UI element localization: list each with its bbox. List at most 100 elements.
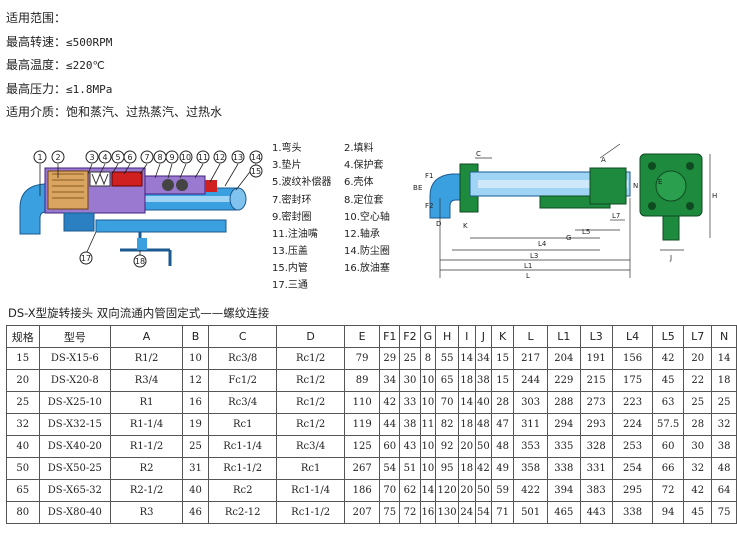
table-cell: R2 — [110, 457, 183, 480]
table-cell: 18 — [457, 457, 476, 480]
table-cell: 156 — [611, 347, 654, 370]
table-cell: 50 — [474, 435, 493, 458]
table-cell: R1-1/4 — [110, 413, 183, 436]
dim-label-h: H — [712, 192, 717, 200]
table-cell: 42 — [379, 391, 401, 414]
table-cell: 18 — [457, 369, 476, 392]
dim-label-l: L — [526, 272, 530, 280]
table-cell: DS-X20-8 — [38, 369, 112, 392]
dim-label-k: K — [463, 222, 468, 230]
table-cell: 303 — [513, 391, 549, 414]
table-cell: 42 — [683, 479, 713, 502]
callout-6: 6 — [127, 153, 132, 162]
table-header-cell: L4 — [611, 325, 654, 348]
table-cell: 55 — [435, 347, 459, 370]
table-cell: 191 — [579, 347, 613, 370]
part-item: 2.填料 — [344, 143, 374, 154]
part-item: 3.垫片 — [272, 160, 302, 171]
table-cell: 338 — [547, 457, 581, 480]
table-cell: 54 — [379, 457, 401, 480]
table-cell: 294 — [547, 413, 581, 436]
table-cell: Rc1/2 — [276, 391, 346, 414]
table-cell: Rc1/2 — [276, 413, 346, 436]
dim-label-f1: F1 — [425, 172, 433, 180]
table-cell: R3 — [110, 501, 183, 524]
spec-label: 适用范围： — [6, 11, 67, 25]
table-cell: 34 — [379, 369, 401, 392]
dim-label-l5: L5 — [582, 228, 590, 236]
table-cell: 80 — [6, 501, 40, 524]
table-cell: 267 — [344, 457, 381, 480]
table-cell: 51 — [399, 457, 421, 480]
table-cell: 110 — [344, 391, 381, 414]
table-cell: R3/4 — [110, 369, 183, 392]
table-cell: DS-X32-15 — [38, 413, 112, 436]
table-cell: 70 — [435, 391, 459, 414]
table-cell: 60 — [379, 435, 401, 458]
table-cell: 71 — [491, 501, 515, 524]
table-cell: 20 — [457, 479, 476, 502]
table-cell: 10 — [419, 457, 437, 480]
part-item: 8.定位套 — [344, 195, 384, 206]
part-item: 17.三通 — [272, 280, 308, 291]
table-header-cell: 型号 — [38, 325, 112, 348]
table-cell: 30 — [683, 435, 713, 458]
table-cell: 79 — [344, 347, 381, 370]
table-cell: 38 — [474, 369, 493, 392]
table-cell: 338 — [611, 501, 654, 524]
table-cell: 288 — [547, 391, 581, 414]
table-cell: 328 — [579, 435, 613, 458]
table-cell: 295 — [611, 479, 654, 502]
callout-14: 14 — [251, 153, 261, 162]
table-cell: 28 — [491, 391, 515, 414]
table-cell: 66 — [652, 457, 685, 480]
table-cell: 48 — [474, 413, 493, 436]
table-header-cell: L7 — [683, 325, 713, 348]
table-cell: 59 — [491, 479, 515, 502]
dim-label-e2: E — [658, 178, 662, 186]
table-cell: Rc1-1/4 — [208, 435, 278, 458]
table-cell: 207 — [344, 501, 381, 524]
callout-13: 13 — [233, 153, 243, 162]
spec-label: 最高温度： — [6, 58, 67, 72]
part-item: 4.保护套 — [344, 160, 384, 171]
table-cell: 10 — [419, 435, 437, 458]
table-cell: 44 — [379, 413, 401, 436]
table-cell: 50 — [6, 457, 40, 480]
table-cell: Rc1 — [276, 457, 346, 480]
table-cell: 29 — [379, 347, 401, 370]
spec-value: ≤1.8MPa — [66, 82, 113, 96]
dim-label-j: J — [669, 254, 672, 262]
table-cell: 42 — [652, 347, 685, 370]
table-cell: R1/2 — [110, 347, 183, 370]
table-cell: 186 — [344, 479, 381, 502]
cross-section-drawing: 1 2 3 4 5 6 7 8 9 10 11 12 13 14 15 17 1… — [19, 150, 263, 268]
table-cell: 18 — [711, 369, 737, 392]
table-cell: 63 — [652, 391, 685, 414]
joint-drawings: 1 2 3 4 5 6 7 8 9 10 11 12 13 14 15 17 1… — [19, 143, 717, 280]
table-cell: 20 — [457, 435, 476, 458]
table-cell: 32 — [711, 413, 737, 436]
table-cell: 95 — [435, 457, 459, 480]
spec-row: 适用范围： — [6, 6, 222, 30]
spec-list: 适用范围： 最高转速：≤500RPM 最高温度：≤220℃ 最高压力：≤1.8M… — [6, 6, 222, 124]
table-cell: 175 — [611, 369, 654, 392]
table-cell: 15 — [6, 347, 40, 370]
table-cell: 49 — [491, 457, 515, 480]
table-cell: 54 — [474, 501, 493, 524]
table-cell: 229 — [547, 369, 581, 392]
table-cell: 70 — [379, 479, 401, 502]
table-cell: 57.5 — [652, 413, 685, 436]
callout-3: 3 — [89, 153, 94, 162]
dim-label-l1: L1 — [524, 262, 532, 270]
callout-12: 12 — [215, 153, 225, 162]
table-cell: Rc3/4 — [276, 435, 346, 458]
table-cell: 25 — [711, 391, 737, 414]
table-cell: R2-1/2 — [110, 479, 183, 502]
spec-row: 适用介质：饱和蒸汽、过热蒸汽、过热水 — [6, 100, 222, 124]
table-cell: 50 — [474, 479, 493, 502]
table-header-cell: H — [435, 325, 459, 348]
